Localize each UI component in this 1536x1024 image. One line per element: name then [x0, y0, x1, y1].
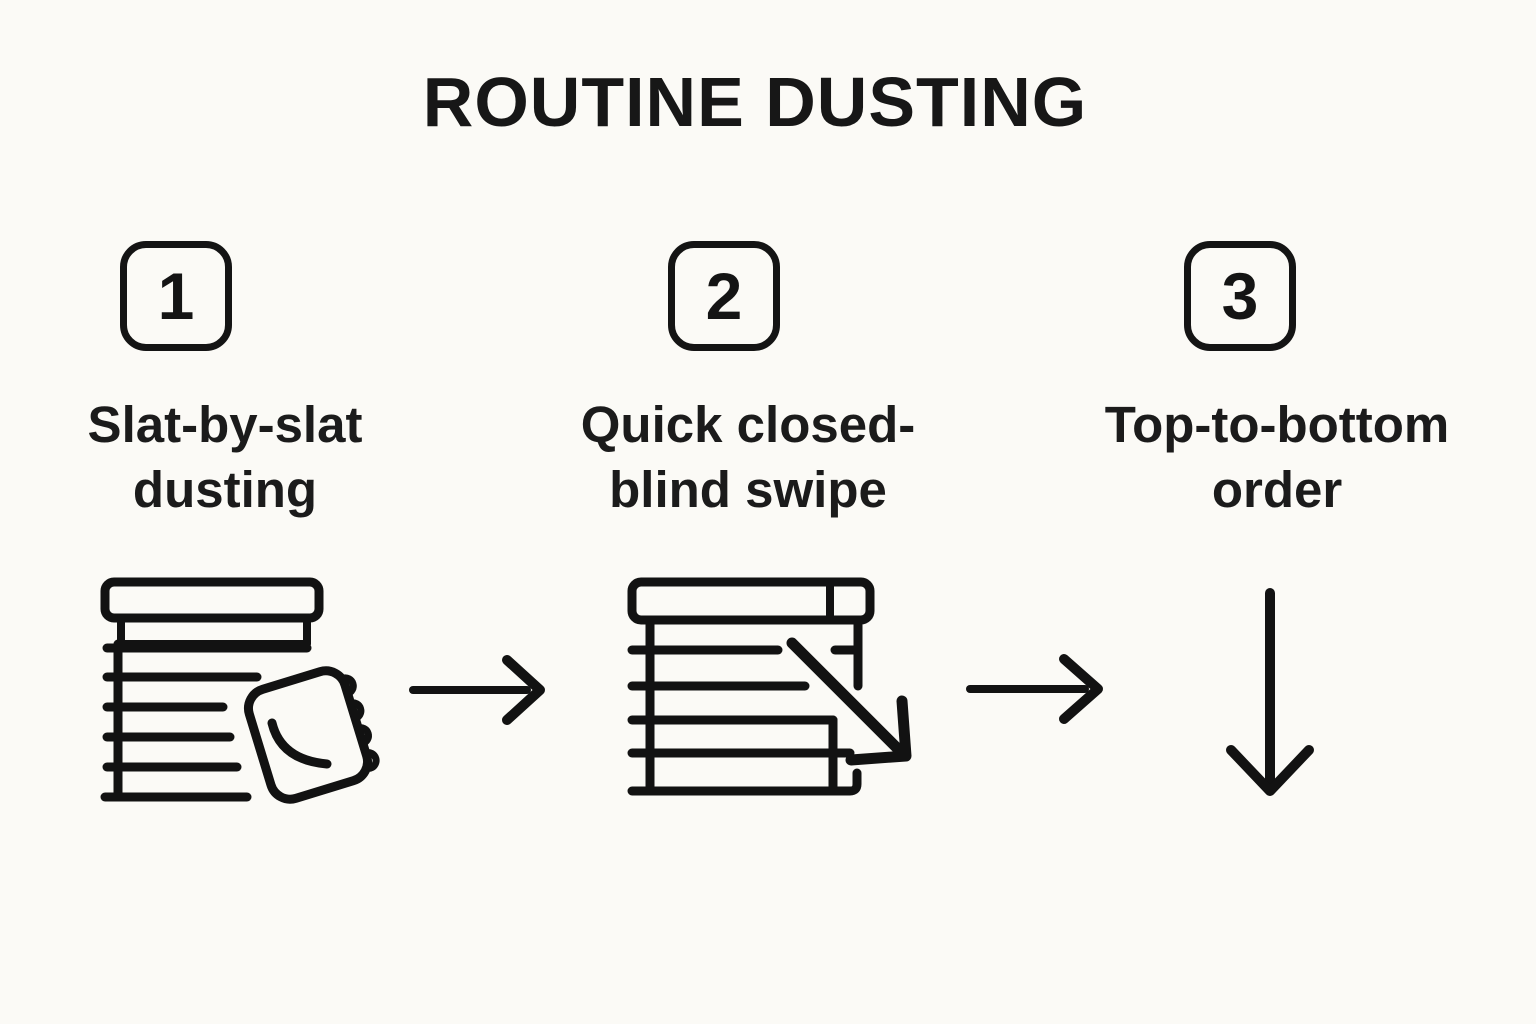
page-title: ROUTINE DUSTING — [422, 63, 1088, 141]
step-3-number: 3 — [1221, 259, 1259, 333]
blinds-diagonal-swipe-icon — [627, 577, 912, 796]
step-2-number-box: 2 — [668, 241, 780, 351]
step-2-label: Quick closed- blind swipe — [580, 396, 916, 518]
step-3-label: Top-to-bottom order — [1104, 396, 1450, 518]
arrow-step1-to-step2 — [409, 655, 545, 725]
down-arrow-icon — [1226, 588, 1314, 796]
blinds-with-cloth-icon — [100, 577, 380, 804]
step-1-number-box: 1 — [120, 241, 232, 351]
step-3-number-box: 3 — [1184, 241, 1296, 351]
dusting-cloth — [243, 666, 380, 804]
step-2-number: 2 — [705, 259, 743, 333]
step-1-label: Slat-by-slat dusting — [87, 396, 363, 518]
swipe-arrow — [786, 637, 912, 766]
arrow-step2-to-step3 — [966, 654, 1103, 724]
step-1-number: 1 — [157, 259, 195, 333]
